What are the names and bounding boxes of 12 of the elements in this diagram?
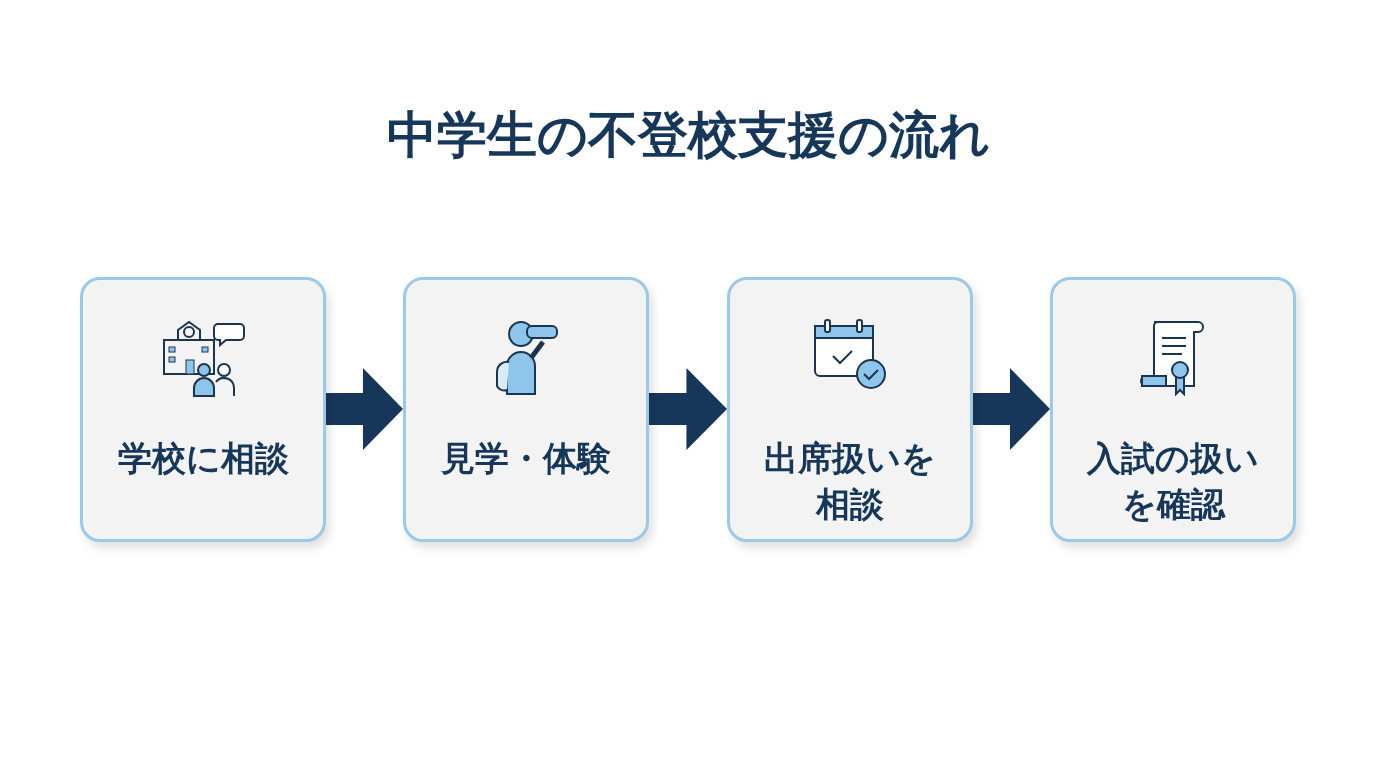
- step-box: [1050, 277, 1296, 542]
- step-box: [727, 277, 973, 542]
- title: 中学生の不登校支援の流れ: [386, 105, 990, 166]
- arrow: [326, 368, 403, 450]
- arrow: [649, 368, 727, 450]
- step-label: 出席扱いを相談: [763, 437, 937, 526]
- arrow: [973, 368, 1050, 450]
- step-label: 入試の扱いを確認: [1086, 437, 1260, 526]
- step-label: 学校に相談: [117, 437, 289, 480]
- step-label: 見学・体験: [441, 437, 611, 480]
- step-box: [403, 277, 649, 542]
- step-box: [80, 277, 326, 542]
